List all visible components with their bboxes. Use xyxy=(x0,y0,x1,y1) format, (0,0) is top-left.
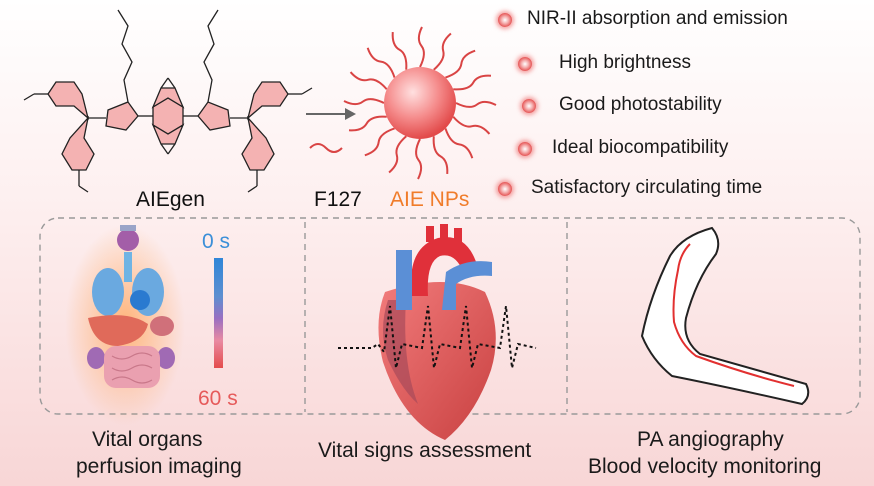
polymer-tail xyxy=(453,74,492,91)
f127-polymer-icon xyxy=(309,143,343,153)
panel-3-caption-line-1: PA angiography xyxy=(637,428,784,451)
polymer-tail xyxy=(432,136,449,175)
time-end-label: 60 s xyxy=(198,387,238,410)
liver-icon xyxy=(88,315,148,346)
property-4: Ideal biocompatibility xyxy=(552,137,729,158)
aorta xyxy=(411,237,478,296)
pulmonary-artery xyxy=(442,261,492,310)
molecule-name: AIEgen xyxy=(136,188,205,211)
organs-illustration xyxy=(65,225,185,425)
imaging-panels-frame xyxy=(39,217,861,415)
polymer-tail xyxy=(343,98,385,106)
panel-2-caption: Vital signs assessment xyxy=(318,439,532,462)
polymer-tail xyxy=(348,115,387,132)
alkyl-chain-left xyxy=(117,9,133,103)
polymer-tail xyxy=(391,31,408,70)
time-color-bar xyxy=(214,258,223,368)
polymer-tail xyxy=(452,116,491,135)
stomach-icon xyxy=(150,316,174,336)
polymer-tail xyxy=(433,32,452,71)
polymer-name: F127 xyxy=(314,188,362,211)
blood-flow-line xyxy=(672,243,795,387)
polymer-tail xyxy=(455,100,497,108)
ecg-trace xyxy=(338,305,537,369)
polymer-tail xyxy=(349,71,388,90)
thiophene-right xyxy=(197,101,231,131)
polymer-tail xyxy=(364,127,395,157)
alkyl-chain-right xyxy=(203,9,219,103)
polymer-tail xyxy=(417,26,425,68)
assembly-arrow xyxy=(306,108,356,120)
aiegen-molecule xyxy=(23,9,313,193)
kidney-right-icon xyxy=(157,347,175,369)
property-3: Good photostability xyxy=(559,94,722,115)
time-start-label: 0 s xyxy=(202,230,231,253)
kidney-left-icon xyxy=(87,347,105,369)
heart-small-icon xyxy=(130,290,150,310)
property-bullet-icon xyxy=(518,57,532,71)
panel-1-caption-line-1: Vital organs xyxy=(92,428,203,451)
phenyl-left-top xyxy=(47,81,90,120)
property-bullet-icon xyxy=(498,182,512,196)
vena-cava xyxy=(396,250,412,310)
polymer-tail xyxy=(445,49,476,79)
polymer-tail xyxy=(366,47,396,78)
polymer-tail xyxy=(415,138,423,180)
nanoparticle-name: AIE NPs xyxy=(390,188,470,211)
phenyl-left-bottom xyxy=(61,115,95,171)
aie-nanoparticle xyxy=(343,26,497,180)
property-2: High brightness xyxy=(559,52,692,73)
phenyl-right-top xyxy=(246,81,289,120)
heart-body xyxy=(378,282,496,440)
thiophene-left xyxy=(105,101,139,131)
panel-1-caption-line-2: perfusion imaging xyxy=(76,455,242,478)
property-bullet-icon xyxy=(498,13,512,27)
benzobisthiadiazole-core xyxy=(151,77,185,155)
polymer-tail xyxy=(444,128,474,159)
polymer-tail xyxy=(388,135,407,174)
property-5: Satisfactory circulating time xyxy=(531,177,763,198)
property-bullet-icon xyxy=(518,142,532,156)
panel-3-caption-line-2: Blood velocity monitoring xyxy=(588,455,822,478)
property-1: NIR-II absorption and emission xyxy=(527,8,788,29)
phenyl-right-bottom xyxy=(241,115,275,171)
blood-vessel xyxy=(640,226,810,406)
intestines-icon xyxy=(104,346,160,388)
vessel-illustration xyxy=(640,226,810,406)
heart-illustration xyxy=(338,224,537,440)
lung-left-icon xyxy=(92,268,124,316)
brain-icon xyxy=(117,229,139,251)
property-bullet-icon xyxy=(522,99,536,113)
